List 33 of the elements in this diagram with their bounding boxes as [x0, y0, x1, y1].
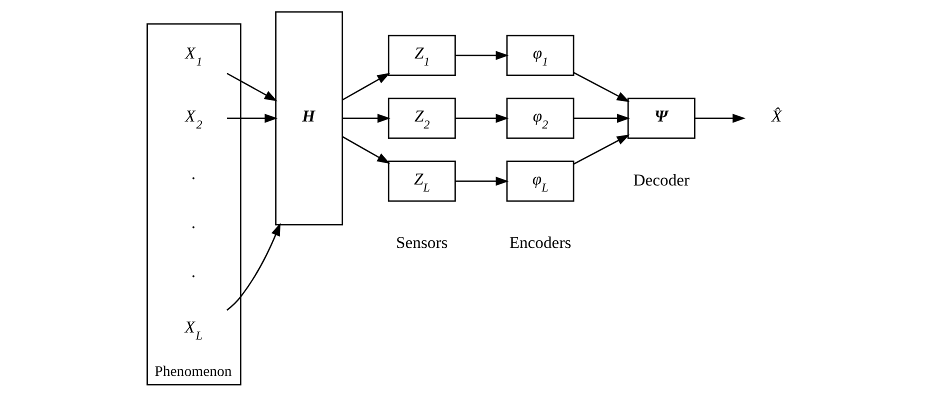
arrow	[573, 134, 630, 165]
arrow	[694, 114, 746, 123]
node-box: Z$_{2}$	[388, 98, 456, 139]
node-label: Phenomenon	[154, 364, 232, 380]
node-box: φ$_{2}$	[506, 98, 574, 139]
arrow	[227, 114, 278, 123]
node-box: H	[275, 11, 344, 226]
arrow	[574, 114, 630, 123]
label: .	[191, 212, 196, 232]
node-text: X̂	[771, 106, 782, 126]
arrow	[455, 114, 509, 123]
label: .	[191, 262, 196, 281]
node-label: Decoder	[633, 170, 690, 190]
node-box: Ψ	[627, 98, 696, 139]
arrow	[573, 72, 630, 102]
node-box: φ$_{L}$	[506, 160, 574, 202]
node-box: Z$_{1}$	[388, 34, 456, 76]
arrow	[342, 72, 390, 101]
label: Sensors	[396, 233, 448, 252]
node-text: X$_{1}$	[185, 44, 202, 69]
node-box: Z$_{L}$	[388, 160, 456, 202]
arrow	[226, 222, 281, 311]
node-text: X$_{2}$	[185, 106, 202, 132]
arrow	[342, 114, 390, 123]
label: .	[191, 164, 196, 183]
node-text: X$_{L}$	[184, 317, 202, 342]
arrow	[455, 50, 509, 60]
cluster	[146, 23, 242, 386]
arrow	[455, 176, 509, 186]
label: Encoders	[509, 233, 572, 252]
arrow	[226, 72, 278, 102]
node-box: φ$_{1}$	[506, 34, 574, 76]
arrow	[342, 136, 390, 164]
